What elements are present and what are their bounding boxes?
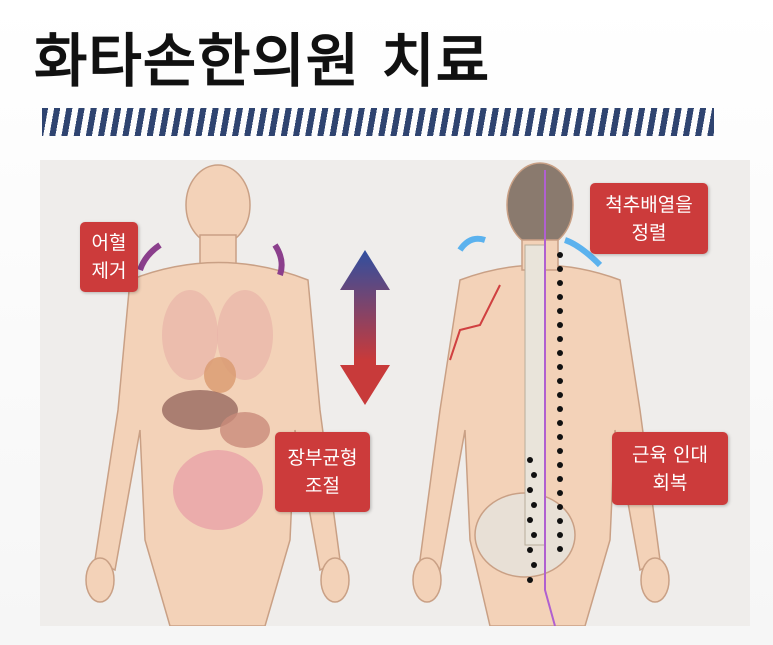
page-title: 화타손한의원 치료 <box>34 27 491 95</box>
acupoint-dot <box>557 476 563 482</box>
label-blood-stasis: 어혈 제거 <box>80 222 138 292</box>
acupoint-dot <box>557 280 563 286</box>
internal-organs <box>162 290 273 530</box>
acupoint-dot <box>557 504 563 510</box>
label-spine-alignment: 척추배열을 정렬 <box>590 183 708 254</box>
acupoint-dot <box>557 350 563 356</box>
label-muscle-ligament: 근육 인대 회복 <box>612 432 728 505</box>
acupoint-dot <box>557 378 563 384</box>
acupoint-dot <box>557 518 563 524</box>
purple-arrow-right <box>272 243 285 276</box>
acupoint-dot <box>531 562 537 568</box>
acupoint-dot <box>557 420 563 426</box>
acupoint-dot <box>527 577 533 583</box>
blue-arrow-left <box>457 235 486 252</box>
label-organ-balance: 장부균형 조절 <box>275 432 370 512</box>
decorative-stripe-divider <box>42 108 714 136</box>
acupoint-dot <box>531 532 537 538</box>
label-line: 근육 인대 <box>632 443 708 466</box>
acupoint-dot <box>557 322 563 328</box>
label-line: 어혈 <box>91 232 127 254</box>
label-line: 제거 <box>91 260 127 282</box>
label-line: 정렬 <box>631 221 667 244</box>
acupoint-dot <box>531 472 537 478</box>
meridian-line <box>544 170 556 626</box>
label-line: 장부균형 <box>287 447 358 469</box>
double-arrow-icon <box>340 250 390 405</box>
front-body-figure <box>85 164 350 626</box>
acupoint-dot <box>557 308 563 314</box>
acupoint-dot <box>557 532 563 538</box>
acupoint-dot <box>557 546 563 552</box>
acupoint-dot <box>557 448 563 454</box>
acupoint-dot <box>557 252 563 258</box>
treatment-illustration: 어혈 제거 장부균형 조절 척추배열을 정렬 근육 인대 회복 <box>40 160 750 626</box>
spine <box>524 244 546 546</box>
purple-arrow-left <box>137 242 162 272</box>
label-line: 회복 <box>652 471 688 494</box>
blue-arrow-right <box>563 237 603 268</box>
acupoint-dot <box>531 502 537 508</box>
acupoint-dot <box>527 487 533 493</box>
body-illustration <box>85 162 670 626</box>
acupoint-dot <box>557 490 563 496</box>
label-line: 조절 <box>305 475 340 497</box>
acupoint-dot <box>527 457 533 463</box>
acupoint-dot <box>527 547 533 553</box>
acupoint-dot <box>557 364 563 370</box>
acupoint-dot <box>557 406 563 412</box>
meridian-line-red <box>449 284 501 361</box>
acupoint-dot <box>557 392 563 398</box>
acupoint-dot <box>557 294 563 300</box>
label-line: 척추배열을 <box>605 193 693 216</box>
acupoint-dot <box>557 266 563 272</box>
acupoint-dot <box>527 517 533 523</box>
acupoint-dot <box>557 462 563 468</box>
acupoint-dot <box>557 434 563 440</box>
acupoint-dot <box>557 336 563 342</box>
